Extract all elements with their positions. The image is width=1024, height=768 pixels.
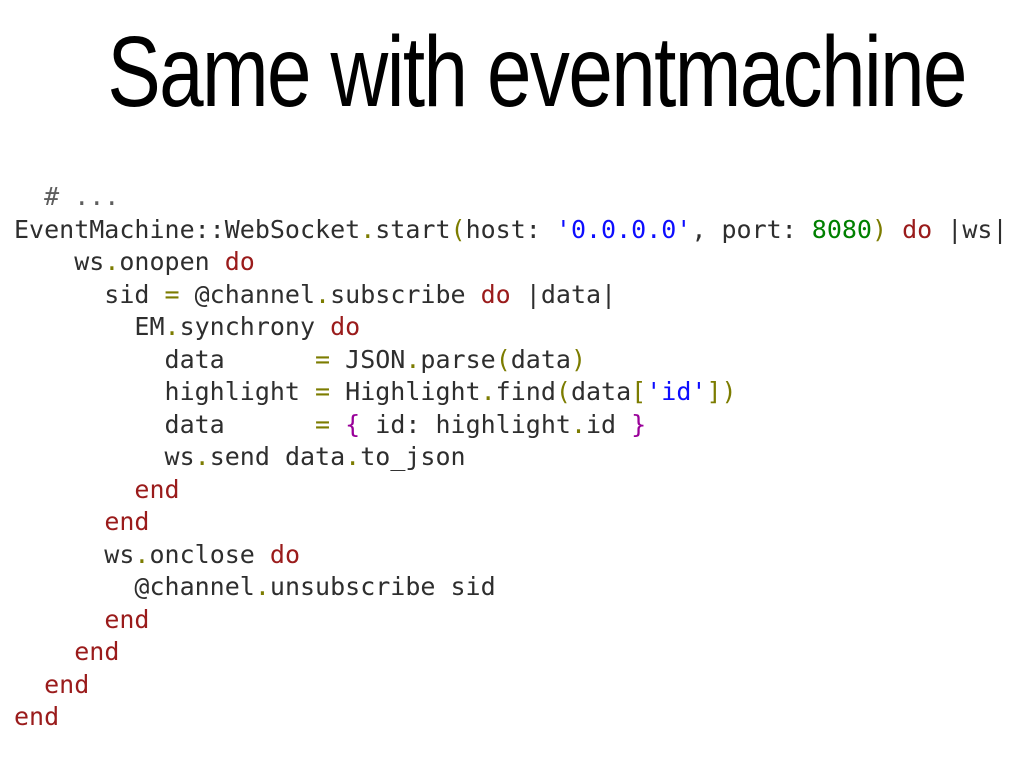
code-token-plain: JSON xyxy=(330,344,406,374)
code-line: end xyxy=(14,604,1008,637)
code-token-operator: . xyxy=(164,312,180,341)
code-token-plain: start xyxy=(375,214,451,244)
code-token-plain xyxy=(330,410,345,439)
code-token-plain: |ws| xyxy=(932,214,1008,244)
code-token-plain: to_json xyxy=(360,442,466,471)
code-token-plain: ws xyxy=(14,539,135,569)
page-title: Same with eventmachine xyxy=(107,16,967,128)
code-token-operator: ( xyxy=(495,344,511,374)
code-token-plain: id xyxy=(586,409,632,439)
code-token-operator: = xyxy=(164,279,180,309)
code-token-plain: find xyxy=(495,377,556,406)
code-token-operator: . xyxy=(315,279,331,309)
code-token-operator: . xyxy=(104,247,120,276)
code-token-plain: ws xyxy=(14,247,105,276)
code-token-plain xyxy=(14,507,104,536)
code-token-keyword: end xyxy=(134,474,180,504)
code-line: EM.synchrony do xyxy=(14,311,1008,344)
code-token-plain: unsubscribe sid xyxy=(269,572,496,601)
code-token-plain xyxy=(14,475,134,504)
code-token-brace: } xyxy=(631,409,647,439)
code-token-plain xyxy=(14,670,44,699)
code-token-plain: ws xyxy=(14,442,195,471)
code-token-operator: . xyxy=(570,409,586,439)
code-line: end xyxy=(14,506,1008,539)
code-token-keyword: end xyxy=(74,637,120,666)
code-token-operator: . xyxy=(194,442,210,471)
code-token-operator: [ xyxy=(631,377,647,406)
code-token-operator: . xyxy=(360,214,376,244)
code-token-plain: , port: xyxy=(691,214,812,244)
code-token-number: 8080 xyxy=(811,214,872,244)
code-token-plain: host: xyxy=(465,214,556,244)
code-line: highlight = Highlight.find(data['id']) xyxy=(14,376,1008,409)
code-line: # ... xyxy=(14,181,1008,214)
code-token-string: 'id' xyxy=(646,377,707,406)
code-token-plain: @channel xyxy=(14,572,255,601)
code-token-operator: ) xyxy=(570,344,587,374)
code-token-keyword: end xyxy=(44,669,90,699)
code-line: EventMachine::WebSocket.start(host: '0.0… xyxy=(14,214,1008,247)
code-token-operator: . xyxy=(480,377,496,406)
code-token-plain: data xyxy=(570,377,632,406)
code-line: sid = @channel.subscribe do |data| xyxy=(14,279,1008,312)
code-token-keyword: do xyxy=(330,312,361,341)
code-line: ws.onopen do xyxy=(14,246,1008,279)
code-token-operator: . xyxy=(345,442,361,471)
code-token-plain: |data| xyxy=(510,279,617,309)
code-line: ws.send data.to_json xyxy=(14,441,1008,474)
code-token-plain: onopen xyxy=(119,247,225,276)
code-token-brace: { xyxy=(345,409,361,439)
code-token-keyword: do xyxy=(269,539,301,569)
code-token-keyword: do xyxy=(902,214,933,244)
code-token-operator: ( xyxy=(450,214,466,244)
code-token-plain xyxy=(14,637,74,666)
code-token-operator: ]) xyxy=(706,377,737,406)
code-token-plain: Highlight xyxy=(330,377,481,406)
code-token-plain: highlight xyxy=(14,377,316,406)
code-line: end xyxy=(14,636,1008,669)
code-token-operator: = xyxy=(315,409,331,439)
code-line: end xyxy=(14,474,1008,507)
code-token-plain: sid xyxy=(14,279,165,309)
code-token-comment: # ... xyxy=(14,182,120,211)
code-token-keyword: do xyxy=(224,247,255,276)
code-line: @channel.unsubscribe sid xyxy=(14,571,1008,604)
code-token-plain: id: highlight xyxy=(360,409,571,439)
code-token-operator: = xyxy=(315,344,331,374)
code-token-plain xyxy=(14,605,104,634)
code-token-plain: parse xyxy=(420,344,496,374)
code-token-plain: data xyxy=(14,344,316,374)
code-line: ws.onclose do xyxy=(14,539,1008,572)
code-token-plain: EventMachine::WebSocket xyxy=(14,214,361,244)
code-token-keyword: do xyxy=(480,279,511,309)
code-token-keyword: end xyxy=(104,507,150,536)
code-token-plain: subscribe xyxy=(330,279,481,309)
code-token-operator: . xyxy=(134,539,150,569)
code-token-string: '0.0.0.0' xyxy=(555,214,692,244)
code-token-plain: synchrony xyxy=(179,312,331,341)
code-line: end xyxy=(14,669,1008,702)
code-line: data = { id: highlight.id } xyxy=(14,409,1008,442)
code-token-plain xyxy=(887,215,902,244)
code-line: data = JSON.parse(data) xyxy=(14,344,1008,377)
code-token-plain: onclose xyxy=(149,539,270,569)
code-token-keyword: end xyxy=(14,702,60,731)
code-token-operator: = xyxy=(315,377,331,406)
code-token-operator: . xyxy=(405,344,421,374)
code-block: # ...EventMachine::WebSocket.start(host:… xyxy=(14,181,1008,734)
code-token-operator: ) xyxy=(872,214,888,244)
code-line: end xyxy=(14,701,1008,734)
code-token-keyword: end xyxy=(104,604,150,634)
code-token-plain: data xyxy=(510,344,571,374)
title-row: Same with eventmachine xyxy=(0,16,1024,128)
code-token-plain: @channel xyxy=(179,279,316,309)
code-token-operator: . xyxy=(254,572,270,601)
code-token-plain: send data xyxy=(209,442,346,471)
code-token-plain: data xyxy=(14,409,316,439)
code-token-plain: EM xyxy=(14,312,165,341)
code-token-operator: ( xyxy=(555,377,571,406)
